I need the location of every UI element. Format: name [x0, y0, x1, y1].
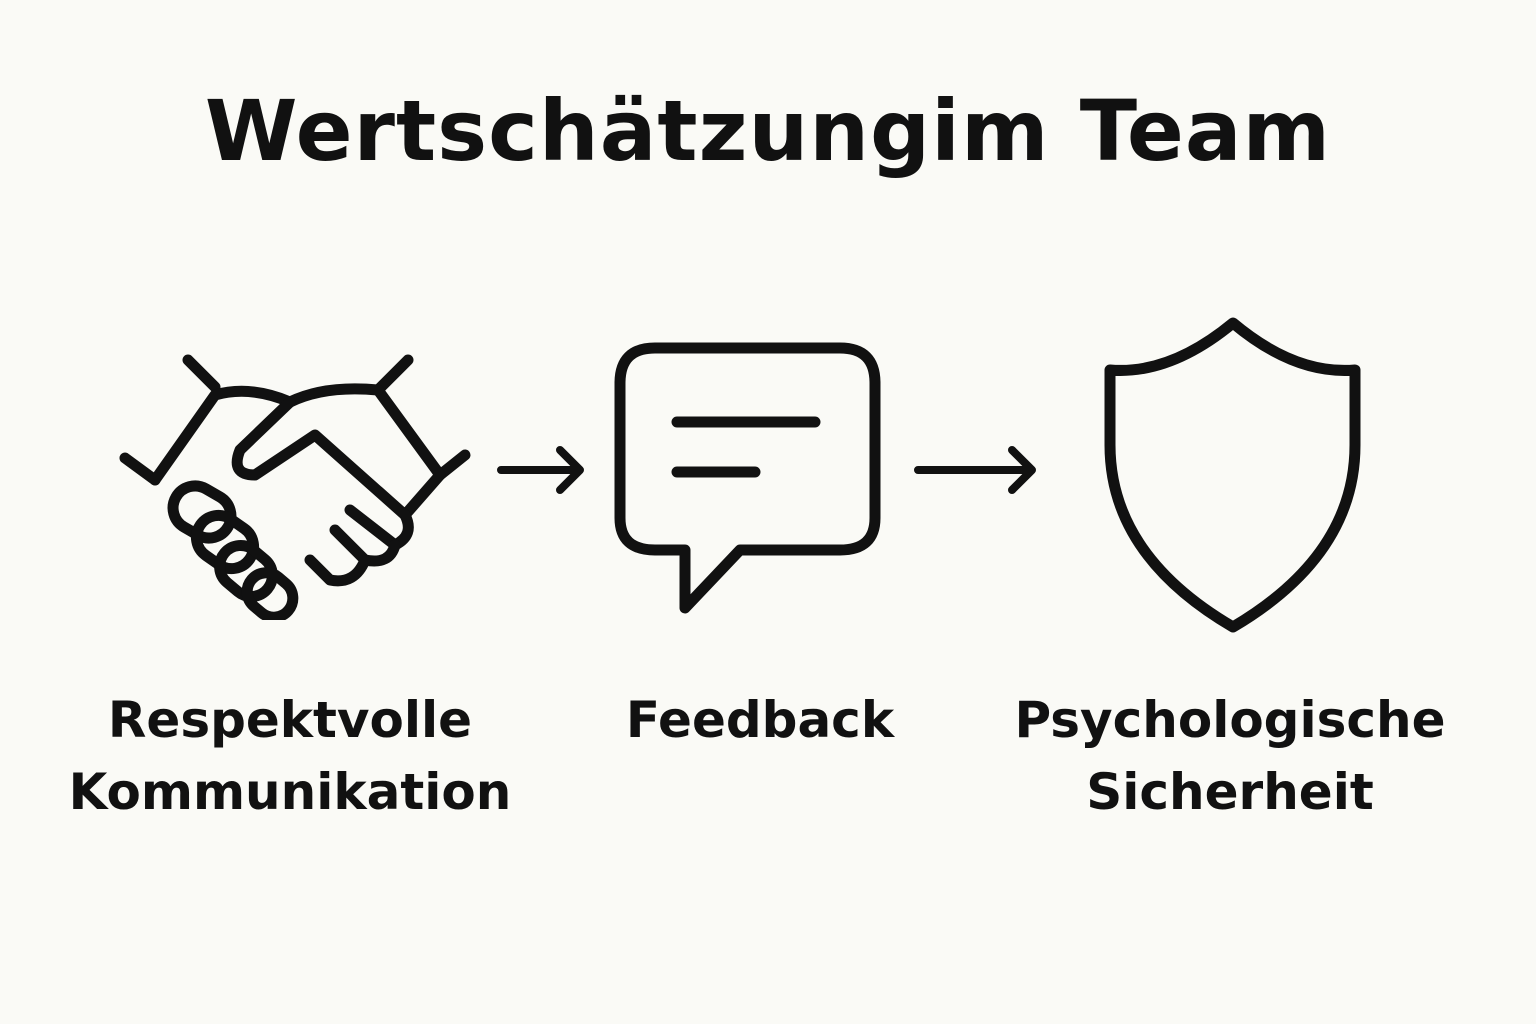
arrow-right-icon [914, 446, 1036, 494]
step-label-respectful-communication: Respektvolle Kommunikation [40, 684, 540, 828]
label-line: Kommunikation [68, 763, 512, 821]
diagram-title: Wertschätzungim Team [204, 82, 1332, 180]
speech-bubble-icon [614, 342, 881, 614]
label-line: Respektvolle [107, 691, 473, 749]
arrow-right-icon [497, 446, 584, 494]
shield-icon [1104, 317, 1361, 633]
label-line: Psychologische [1014, 691, 1446, 749]
label-line: Sicherheit [1086, 763, 1374, 821]
handshake-icon [119, 354, 471, 620]
step-label-psychological-safety: Psychologische Sicherheit [980, 684, 1480, 828]
step-label-feedback: Feedback [560, 684, 960, 756]
label-line: Feedback [625, 691, 895, 749]
